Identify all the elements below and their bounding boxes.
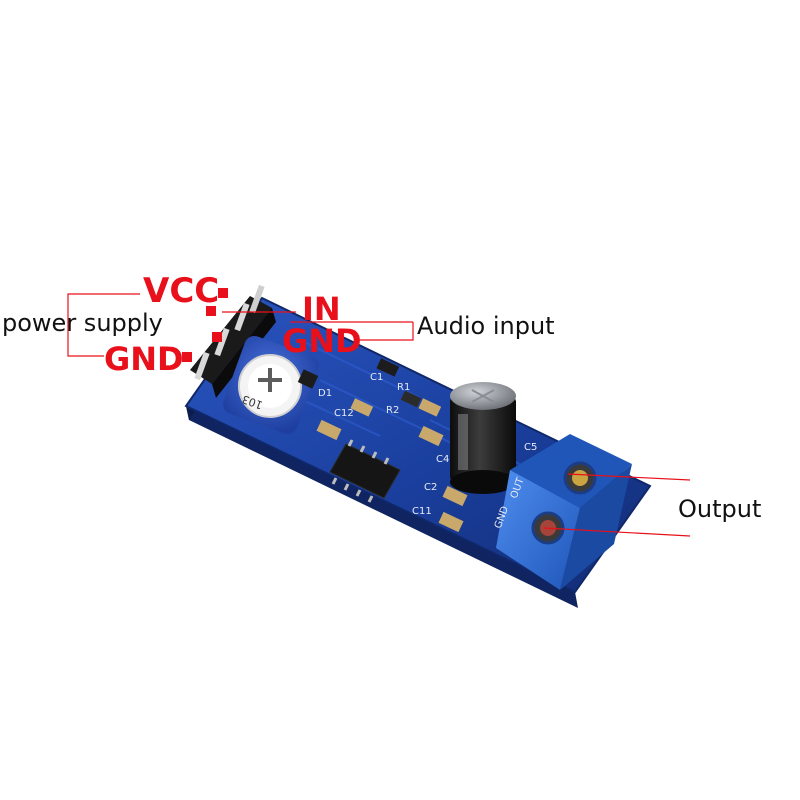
screw-terminal xyxy=(496,434,632,590)
audio-input-label: Audio input xyxy=(417,312,555,340)
ic-chip xyxy=(329,439,401,503)
potentiometer: 103 xyxy=(223,335,319,435)
gnd-power-label: GND xyxy=(104,340,184,378)
silk-r2: R2 xyxy=(386,405,399,416)
silk-c4: C4 xyxy=(436,454,449,465)
silk-c5: C5 xyxy=(524,442,537,453)
output-label: Output xyxy=(678,495,762,523)
smd-components xyxy=(297,358,468,533)
electrolytic-capacitor xyxy=(450,382,516,494)
callout-markers xyxy=(182,288,228,362)
silk-c2: C2 xyxy=(424,482,437,493)
in-label: IN xyxy=(302,290,341,328)
silk-d1: D1 xyxy=(318,388,332,399)
vcc-label: VCC xyxy=(143,271,220,311)
silk-c1: C1 xyxy=(370,372,383,383)
silk-c12: C12 xyxy=(334,408,354,419)
silkscreen-labels: R1 R2 C1 C2 C4 C5 C11 C12 D1 OUT GND xyxy=(318,372,537,530)
silk-r1: R1 xyxy=(397,382,410,393)
callout-lines xyxy=(67,293,691,537)
gnd-input-label: GND xyxy=(282,322,362,360)
power-supply-label: power supply xyxy=(2,309,163,337)
silk-c11: C11 xyxy=(412,506,432,517)
